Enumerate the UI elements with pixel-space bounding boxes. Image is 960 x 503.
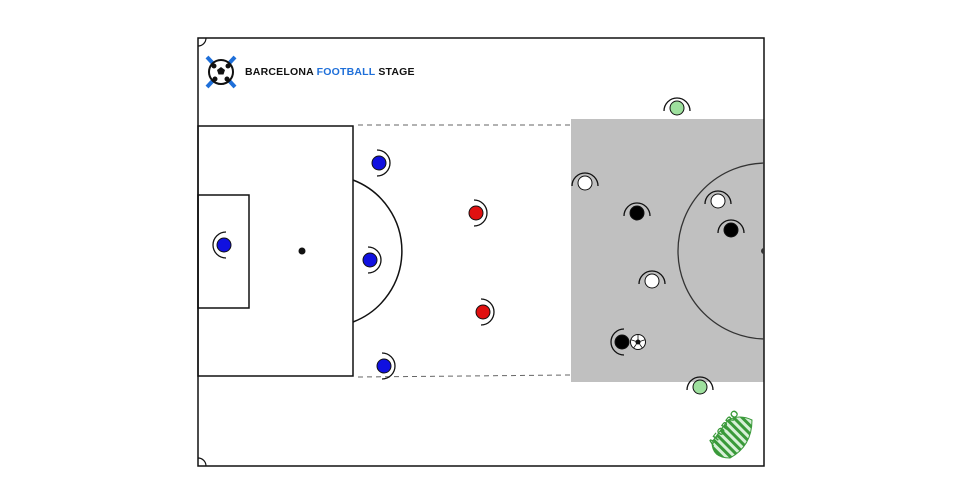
player-black-2-facing-arc bbox=[717, 219, 745, 234]
player-black-3-facing-arc bbox=[610, 328, 625, 356]
brand-name-part1: BARCELONA bbox=[245, 66, 314, 78]
player-red-2-marker bbox=[475, 304, 491, 320]
player-white-1-marker bbox=[577, 175, 593, 191]
player-blue-2-facing-arc bbox=[367, 246, 382, 274]
ball-icon bbox=[630, 334, 646, 350]
player-white-2-marker bbox=[710, 193, 726, 209]
brand-name-accent: FOOTBALL bbox=[316, 66, 376, 78]
player-blue-1-marker bbox=[371, 155, 387, 171]
player-green-1-facing-arc bbox=[663, 97, 691, 112]
player-blue-2 bbox=[362, 246, 382, 274]
player-green-1-marker bbox=[669, 100, 685, 116]
player-red-1 bbox=[468, 199, 488, 227]
brand-name-part3: STAGE bbox=[378, 66, 415, 78]
player-red-1-facing-arc bbox=[473, 199, 488, 227]
player-black-2 bbox=[717, 219, 745, 238]
afopro-badge: AFOPRO bbox=[707, 408, 753, 459]
player-black-3 bbox=[610, 328, 630, 356]
player-blue-goalkeeper bbox=[212, 231, 232, 259]
player-blue-3 bbox=[376, 352, 396, 380]
player-red-2-facing-arc bbox=[480, 298, 495, 326]
goal-area bbox=[197, 194, 250, 309]
player-blue-3-facing-arc bbox=[381, 352, 396, 380]
player-white-2-facing-arc bbox=[704, 190, 732, 205]
player-blue-2-marker bbox=[362, 252, 378, 268]
player-white-1 bbox=[571, 172, 599, 191]
player-blue-1-facing-arc bbox=[376, 149, 391, 177]
player-green-2-facing-arc bbox=[686, 376, 714, 391]
player-blue-goalkeeper-facing-arc bbox=[212, 231, 227, 259]
player-black-1-facing-arc bbox=[623, 202, 651, 217]
player-black-2-marker bbox=[723, 222, 739, 238]
player-white-3-marker bbox=[644, 273, 660, 289]
player-black-1-marker bbox=[629, 205, 645, 221]
player-white-3-facing-arc bbox=[638, 270, 666, 285]
penalty-arc bbox=[352, 179, 403, 323]
player-blue-goalkeeper-marker bbox=[216, 237, 232, 253]
center-circle bbox=[677, 162, 764, 340]
penalty-spot bbox=[298, 247, 306, 255]
player-red-1-marker bbox=[468, 205, 484, 221]
corner-arc-top bbox=[197, 37, 207, 47]
brand-name: BARCELONA FOOTBALL STAGE bbox=[245, 66, 415, 78]
player-white-3 bbox=[638, 270, 666, 289]
soccer-ball-logo-icon bbox=[205, 55, 237, 89]
player-green-1 bbox=[663, 97, 691, 116]
corner-arc-bottom bbox=[197, 457, 207, 467]
brand-logo: BARCELONA FOOTBALL STAGE bbox=[203, 53, 415, 91]
player-blue-3-marker bbox=[376, 358, 392, 374]
player-green-2 bbox=[686, 376, 714, 395]
player-green-2-marker bbox=[692, 379, 708, 395]
player-black-3-marker bbox=[614, 334, 630, 350]
player-black-1 bbox=[623, 202, 651, 221]
player-red-2 bbox=[475, 298, 495, 326]
player-blue-1 bbox=[371, 149, 391, 177]
player-white-2 bbox=[704, 190, 732, 209]
pressing-zone bbox=[571, 119, 764, 382]
player-white-1-facing-arc bbox=[571, 172, 599, 187]
center-spot bbox=[761, 248, 764, 254]
